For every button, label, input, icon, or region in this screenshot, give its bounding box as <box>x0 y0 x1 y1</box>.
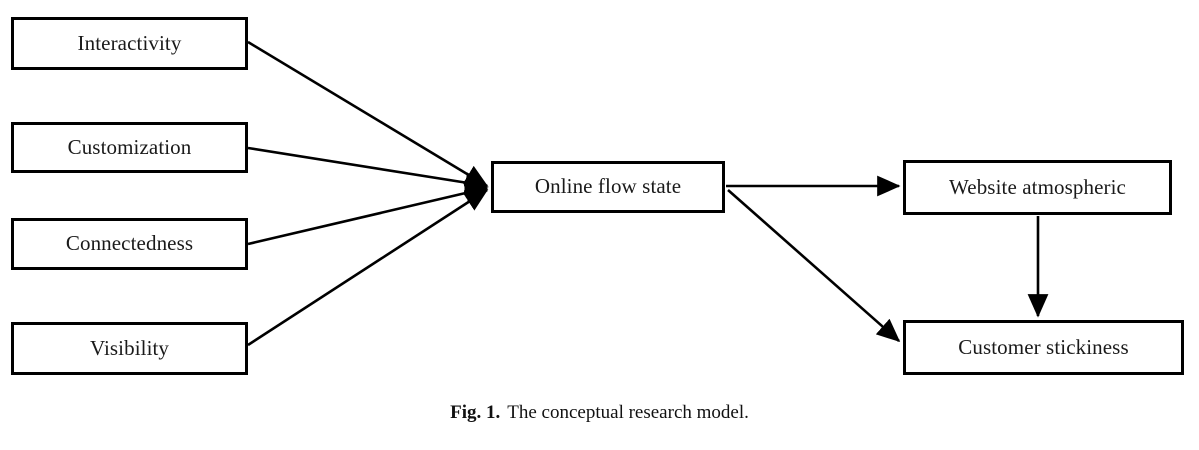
node-website-atmospheric[interactable]: Website atmospheric <box>903 160 1172 215</box>
node-customer-stickiness-label: Customer stickiness <box>958 334 1129 359</box>
node-interactivity-label: Interactivity <box>77 30 182 55</box>
node-customer-stickiness[interactable]: Customer stickiness <box>903 320 1184 375</box>
node-interactivity[interactable]: Interactivity <box>11 17 248 70</box>
node-customization-label: Customization <box>67 134 192 159</box>
node-online-flow-state-label: Online flow state <box>534 174 682 199</box>
edge-visibility-to-flow <box>247 188 489 347</box>
node-customization[interactable]: Customization <box>11 122 248 173</box>
node-online-flow-state[interactable]: Online flow state <box>491 161 725 213</box>
figure-caption-prefix: Fig. 1. <box>450 402 501 423</box>
node-visibility[interactable]: Visibility <box>11 322 248 375</box>
figure-caption-text: The conceptual research model. <box>507 402 749 423</box>
node-connectedness-label: Connectedness <box>65 231 194 256</box>
node-website-atmospheric-label: Website atmospheric <box>949 174 1126 199</box>
edge-customization-to-flow <box>247 146 489 193</box>
edge-connectedness-to-flow <box>247 182 489 246</box>
figure-caption: Fig. 1. The conceptual research model. <box>0 402 1199 424</box>
node-connectedness[interactable]: Connectedness <box>11 218 248 270</box>
edge-interactivity-to-flow <box>247 40 489 188</box>
edge-flow-to-stickiness <box>727 189 901 343</box>
node-visibility-label: Visibility <box>89 335 170 360</box>
